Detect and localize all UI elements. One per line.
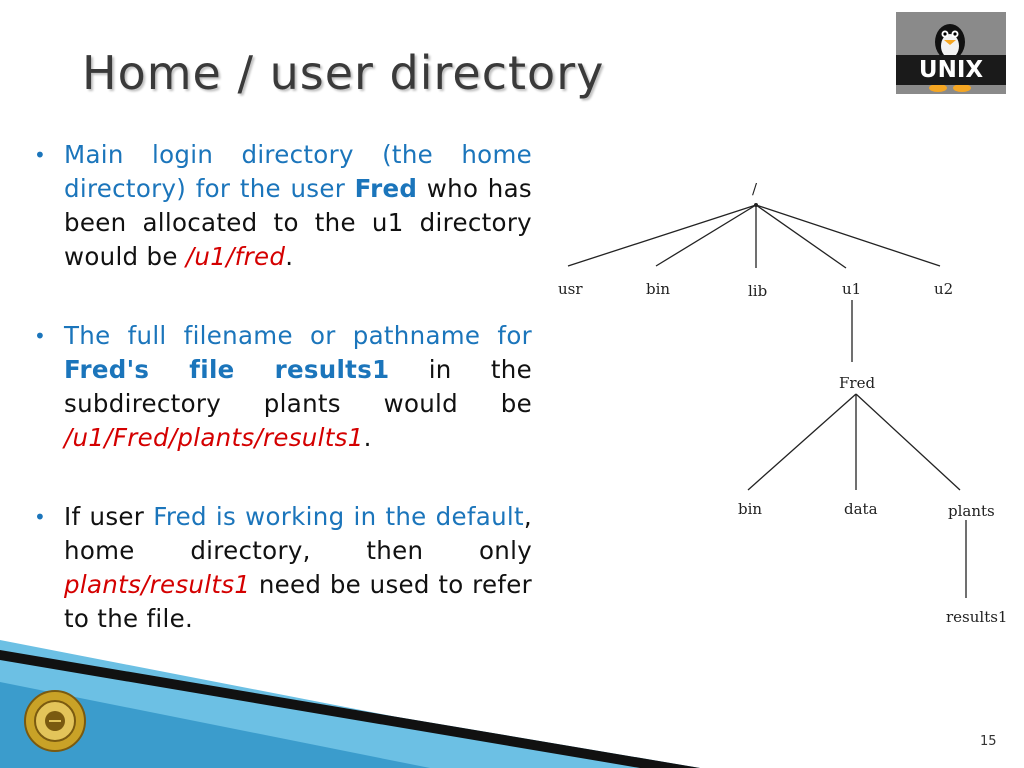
slide-title: Home / user directory	[82, 46, 605, 100]
tree-node-fred-bin: bin	[738, 500, 762, 518]
tree-node-plants: plants	[948, 502, 995, 520]
bullet-text-blue: Fred is working in the default	[153, 502, 524, 531]
bullet-text: .	[285, 242, 294, 271]
university-seal-icon	[24, 690, 86, 752]
tree-edge	[655, 204, 757, 267]
tree-node-bin: bin	[646, 280, 670, 298]
tree-node-lib: lib	[748, 282, 767, 300]
bullet-text: If user	[64, 502, 154, 531]
bullet-list: Main login directory (the home directory…	[34, 138, 532, 681]
penguin-icon	[929, 24, 971, 92]
tree-node-fred: Fred	[839, 374, 875, 392]
root-node	[754, 203, 758, 207]
bullet-text: Main login directory (the home directory…	[64, 140, 532, 203]
bullet-text: .	[363, 423, 372, 452]
tree-node-u2: u2	[934, 280, 953, 298]
page-number: 15	[980, 734, 997, 749]
tree-node-root: /	[752, 180, 758, 198]
bullet-item: The full filename or pathname for Fred's…	[34, 319, 532, 455]
bullet-text: in the subdirectory plants would be	[64, 355, 532, 418]
tree-edge	[567, 204, 757, 267]
bullet-text-file: Fred's file results1	[64, 355, 390, 384]
tree-node-results1: results1	[946, 608, 1007, 626]
path-highlight: /u1/Fred/plants/results1	[64, 423, 364, 452]
bullet-text: The full filename or pathname for	[64, 321, 532, 350]
bullet-item: Main login directory (the home directory…	[34, 138, 532, 274]
tree-edge	[855, 393, 961, 491]
tree-edge	[755, 204, 847, 269]
bullet-text-user: Fred	[354, 174, 418, 203]
path-highlight: /u1/fred	[185, 242, 286, 271]
bullet-text: , home directory, then only	[64, 502, 533, 565]
tree-edge	[755, 204, 941, 267]
unix-logo: UNIX	[896, 12, 1006, 94]
bullet-item: If user Fred is working in the default, …	[34, 500, 532, 636]
footer-swoosh	[0, 640, 700, 768]
bullet-text: need be used to refer to the file.	[64, 570, 532, 633]
logo-band	[896, 55, 1006, 85]
tree-edge	[747, 393, 857, 491]
logo-text: UNIX	[918, 57, 984, 83]
directory-tree-diagram: / usr bin lib u1 u2 Fred bin data plants…	[558, 180, 1007, 626]
path-highlight: plants/results1	[64, 570, 251, 599]
bullet-text: who has been allocated to the u1 directo…	[64, 174, 532, 271]
tree-node-u1: u1	[842, 280, 861, 298]
tree-node-data: data	[844, 500, 878, 518]
tree-node-usr: usr	[558, 280, 583, 298]
